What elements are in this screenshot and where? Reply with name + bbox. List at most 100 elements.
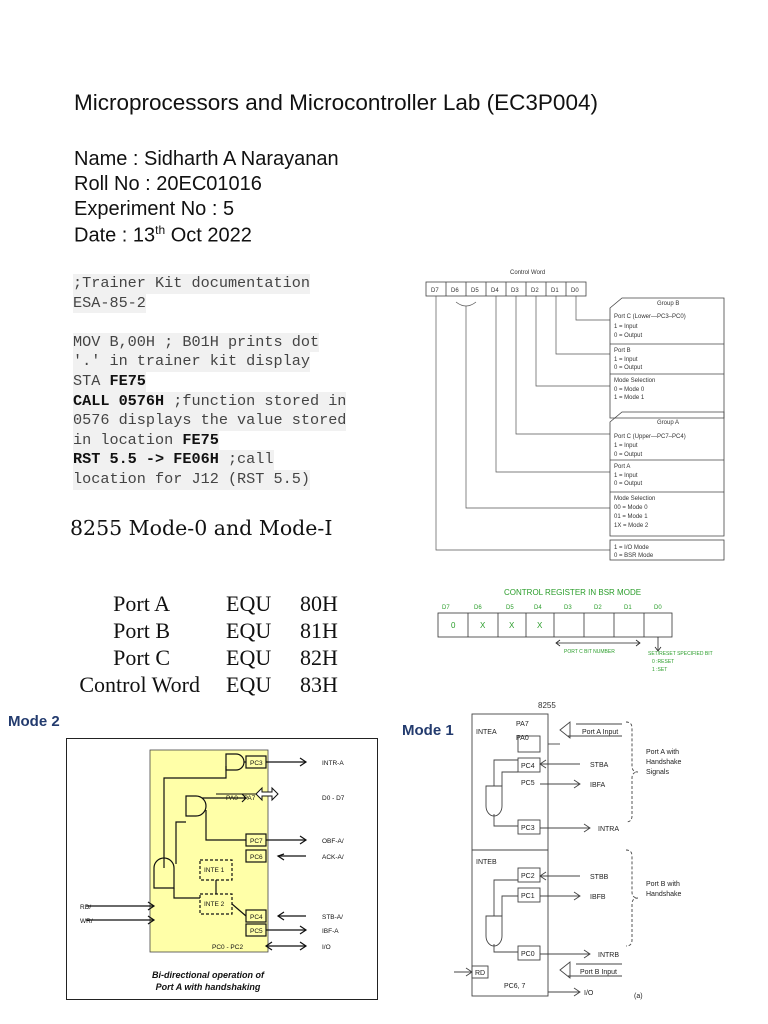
student-name: Name : Sidharth A Narayanan — [74, 148, 339, 170]
svg-text:Mode Selection: Mode Selection — [614, 496, 655, 502]
svg-text:Signals: Signals — [646, 769, 669, 776]
svg-text:PC1: PC1 — [521, 893, 535, 900]
svg-text:RD/: RD/ — [80, 904, 91, 911]
equ-name-0: Port A — [113, 591, 170, 616]
svg-text:STB-A/: STB-A/ — [322, 914, 343, 921]
svg-text:0 :RESET: 0 :RESET — [652, 659, 674, 665]
equ-val-1: 81H — [300, 618, 338, 643]
svg-text:IBFB: IBFB — [590, 894, 606, 901]
roll-number: Roll No : 20EC01016 — [74, 173, 262, 195]
svg-text:1X = Mode 2: 1X = Mode 2 — [614, 523, 649, 529]
equ-val-0: 80H — [300, 591, 338, 616]
svg-text:PA0 - PA7: PA0 - PA7 — [226, 795, 256, 802]
svg-text:Port A Input: Port A Input — [582, 729, 618, 736]
svg-text:00 = Mode 0: 00 = Mode 0 — [614, 505, 648, 511]
svg-text:SET/RESET SPECIFIED BIT: SET/RESET SPECIFIED BIT — [648, 651, 713, 657]
svg-text:PC7: PC7 — [250, 838, 263, 845]
svg-text:OBF-A/: OBF-A/ — [322, 838, 344, 845]
svg-text:Port A with handshaking: Port A with handshaking — [156, 982, 261, 992]
svg-text:PC0 - PC2: PC0 - PC2 — [212, 944, 243, 951]
code-line-7: 0576 displays the value stored — [73, 411, 347, 431]
svg-text:INTEB: INTEB — [476, 859, 497, 866]
svg-text:PORT C BIT NUMBER: PORT C BIT NUMBER — [564, 649, 615, 655]
date: Date : 13th Oct 2022 — [74, 223, 252, 248]
svg-text:D5: D5 — [471, 288, 479, 294]
equ-name-1: Port B — [113, 618, 170, 643]
svg-text:1 :SET: 1 :SET — [652, 667, 667, 673]
svg-text:I/O: I/O — [584, 990, 594, 997]
svg-text:1 = Input: 1 = Input — [614, 324, 638, 330]
svg-text:8255: 8255 — [538, 701, 556, 710]
svg-text:0 = Output: 0 = Output — [614, 365, 643, 371]
equ-name-2: Port C — [113, 645, 170, 670]
code-line-4: '.' in trainer kit display — [73, 352, 310, 372]
svg-text:IBF-A: IBF-A — [322, 928, 339, 935]
svg-text:Handshake: Handshake — [646, 759, 682, 766]
svg-text:X: X — [509, 621, 515, 630]
svg-text:Group B: Group B — [657, 301, 679, 307]
svg-text:D3: D3 — [511, 288, 519, 294]
svg-text:D1: D1 — [624, 605, 632, 611]
svg-text:0 = Output: 0 = Output — [614, 333, 643, 339]
control-word-diagram: Control Word D7 D6 D5 D4 D3 D2 D1 D0 — [425, 270, 725, 561]
code-line-8: in location FE75 — [73, 430, 219, 451]
svg-text:Port B: Port B — [614, 348, 631, 354]
code-line-6: CALL 0576H ;function stored in — [73, 391, 347, 412]
svg-text:Mode Selection: Mode Selection — [614, 378, 655, 384]
svg-text:INTRB: INTRB — [598, 952, 619, 959]
svg-text:0 = Output: 0 = Output — [614, 481, 643, 487]
date-suffix-sup: th — [155, 223, 166, 237]
date-rest: Oct 2022 — [165, 224, 252, 247]
svg-text:(a): (a) — [634, 993, 643, 1000]
mode1-label: Mode 1 — [402, 722, 454, 739]
code-block: ;Trainer Kit documentation ESA-85-2 MOV … — [73, 274, 399, 490]
svg-text:0 = Mode 0: 0 = Mode 0 — [614, 387, 645, 393]
equ-op-0: EQU — [226, 591, 272, 616]
svg-text:1 = I/O Mode: 1 = I/O Mode — [614, 545, 650, 551]
svg-text:INTE 2: INTE 2 — [204, 901, 225, 908]
svg-text:ACK-A/: ACK-A/ — [322, 854, 344, 861]
svg-text:IBFA: IBFA — [590, 782, 606, 789]
svg-text:STBA: STBA — [590, 762, 609, 769]
equ-op-2: EQU — [226, 645, 272, 670]
code-line-2: ESA-85-2 — [73, 293, 146, 314]
svg-text:Port B with: Port B with — [646, 881, 680, 888]
svg-text:0 = BSR Mode: 0 = BSR Mode — [614, 553, 654, 559]
svg-text:Port C (Upper—PC7–PC4): Port C (Upper—PC7–PC4) — [614, 434, 686, 440]
svg-text:D0: D0 — [571, 288, 579, 294]
cw-title: Control Word — [510, 270, 545, 276]
svg-text:D7: D7 — [442, 605, 450, 611]
svg-text:PC3: PC3 — [521, 825, 535, 832]
equ-val-2: 82H — [300, 645, 338, 670]
svg-text:PC4: PC4 — [250, 914, 263, 921]
svg-text:D5: D5 — [506, 605, 514, 611]
svg-text:D6: D6 — [474, 605, 482, 611]
bsr-title: CONTROL REGISTER IN BSR MODE — [504, 588, 641, 597]
svg-text:INTR-A: INTR-A — [322, 760, 344, 767]
code-line-5: STA FE75 — [73, 371, 146, 392]
section-heading: 8255 Mode-0 and Mode-I — [70, 516, 333, 540]
svg-text:PC5: PC5 — [250, 928, 263, 935]
page-title: Microprocessors and Microcontroller Lab … — [74, 90, 598, 115]
svg-text:D1: D1 — [551, 288, 559, 294]
svg-text:PA7: PA7 — [516, 721, 529, 728]
svg-text:1 = Input: 1 = Input — [614, 443, 638, 449]
mode2-diagram: PC3 INTR-A PA0 - PA7 D0 - D7 PC7 PC6 OBF… — [66, 738, 378, 1000]
equ-name-3: Control Word — [79, 672, 200, 697]
svg-text:PC6: PC6 — [250, 854, 263, 861]
svg-text:D6: D6 — [451, 288, 459, 294]
equ-val-3: 83H — [300, 672, 338, 697]
svg-text:D0: D0 — [654, 605, 662, 611]
date-prefix: Date : 13 — [74, 224, 156, 247]
svg-text:X: X — [537, 621, 543, 630]
mode1-diagram: 8255 — [454, 701, 682, 1000]
svg-text:INTEA: INTEA — [476, 729, 497, 736]
svg-text:0: 0 — [451, 621, 456, 630]
svg-text:D7: D7 — [431, 288, 439, 294]
svg-text:Handshake: Handshake — [646, 891, 682, 898]
svg-text:D2: D2 — [594, 605, 602, 611]
svg-text:0 = Output: 0 = Output — [614, 452, 643, 458]
svg-text:PC5: PC5 — [521, 780, 535, 787]
svg-text:Bi-directional operation of: Bi-directional operation of — [152, 970, 265, 980]
svg-text:Group A: Group A — [657, 420, 679, 426]
